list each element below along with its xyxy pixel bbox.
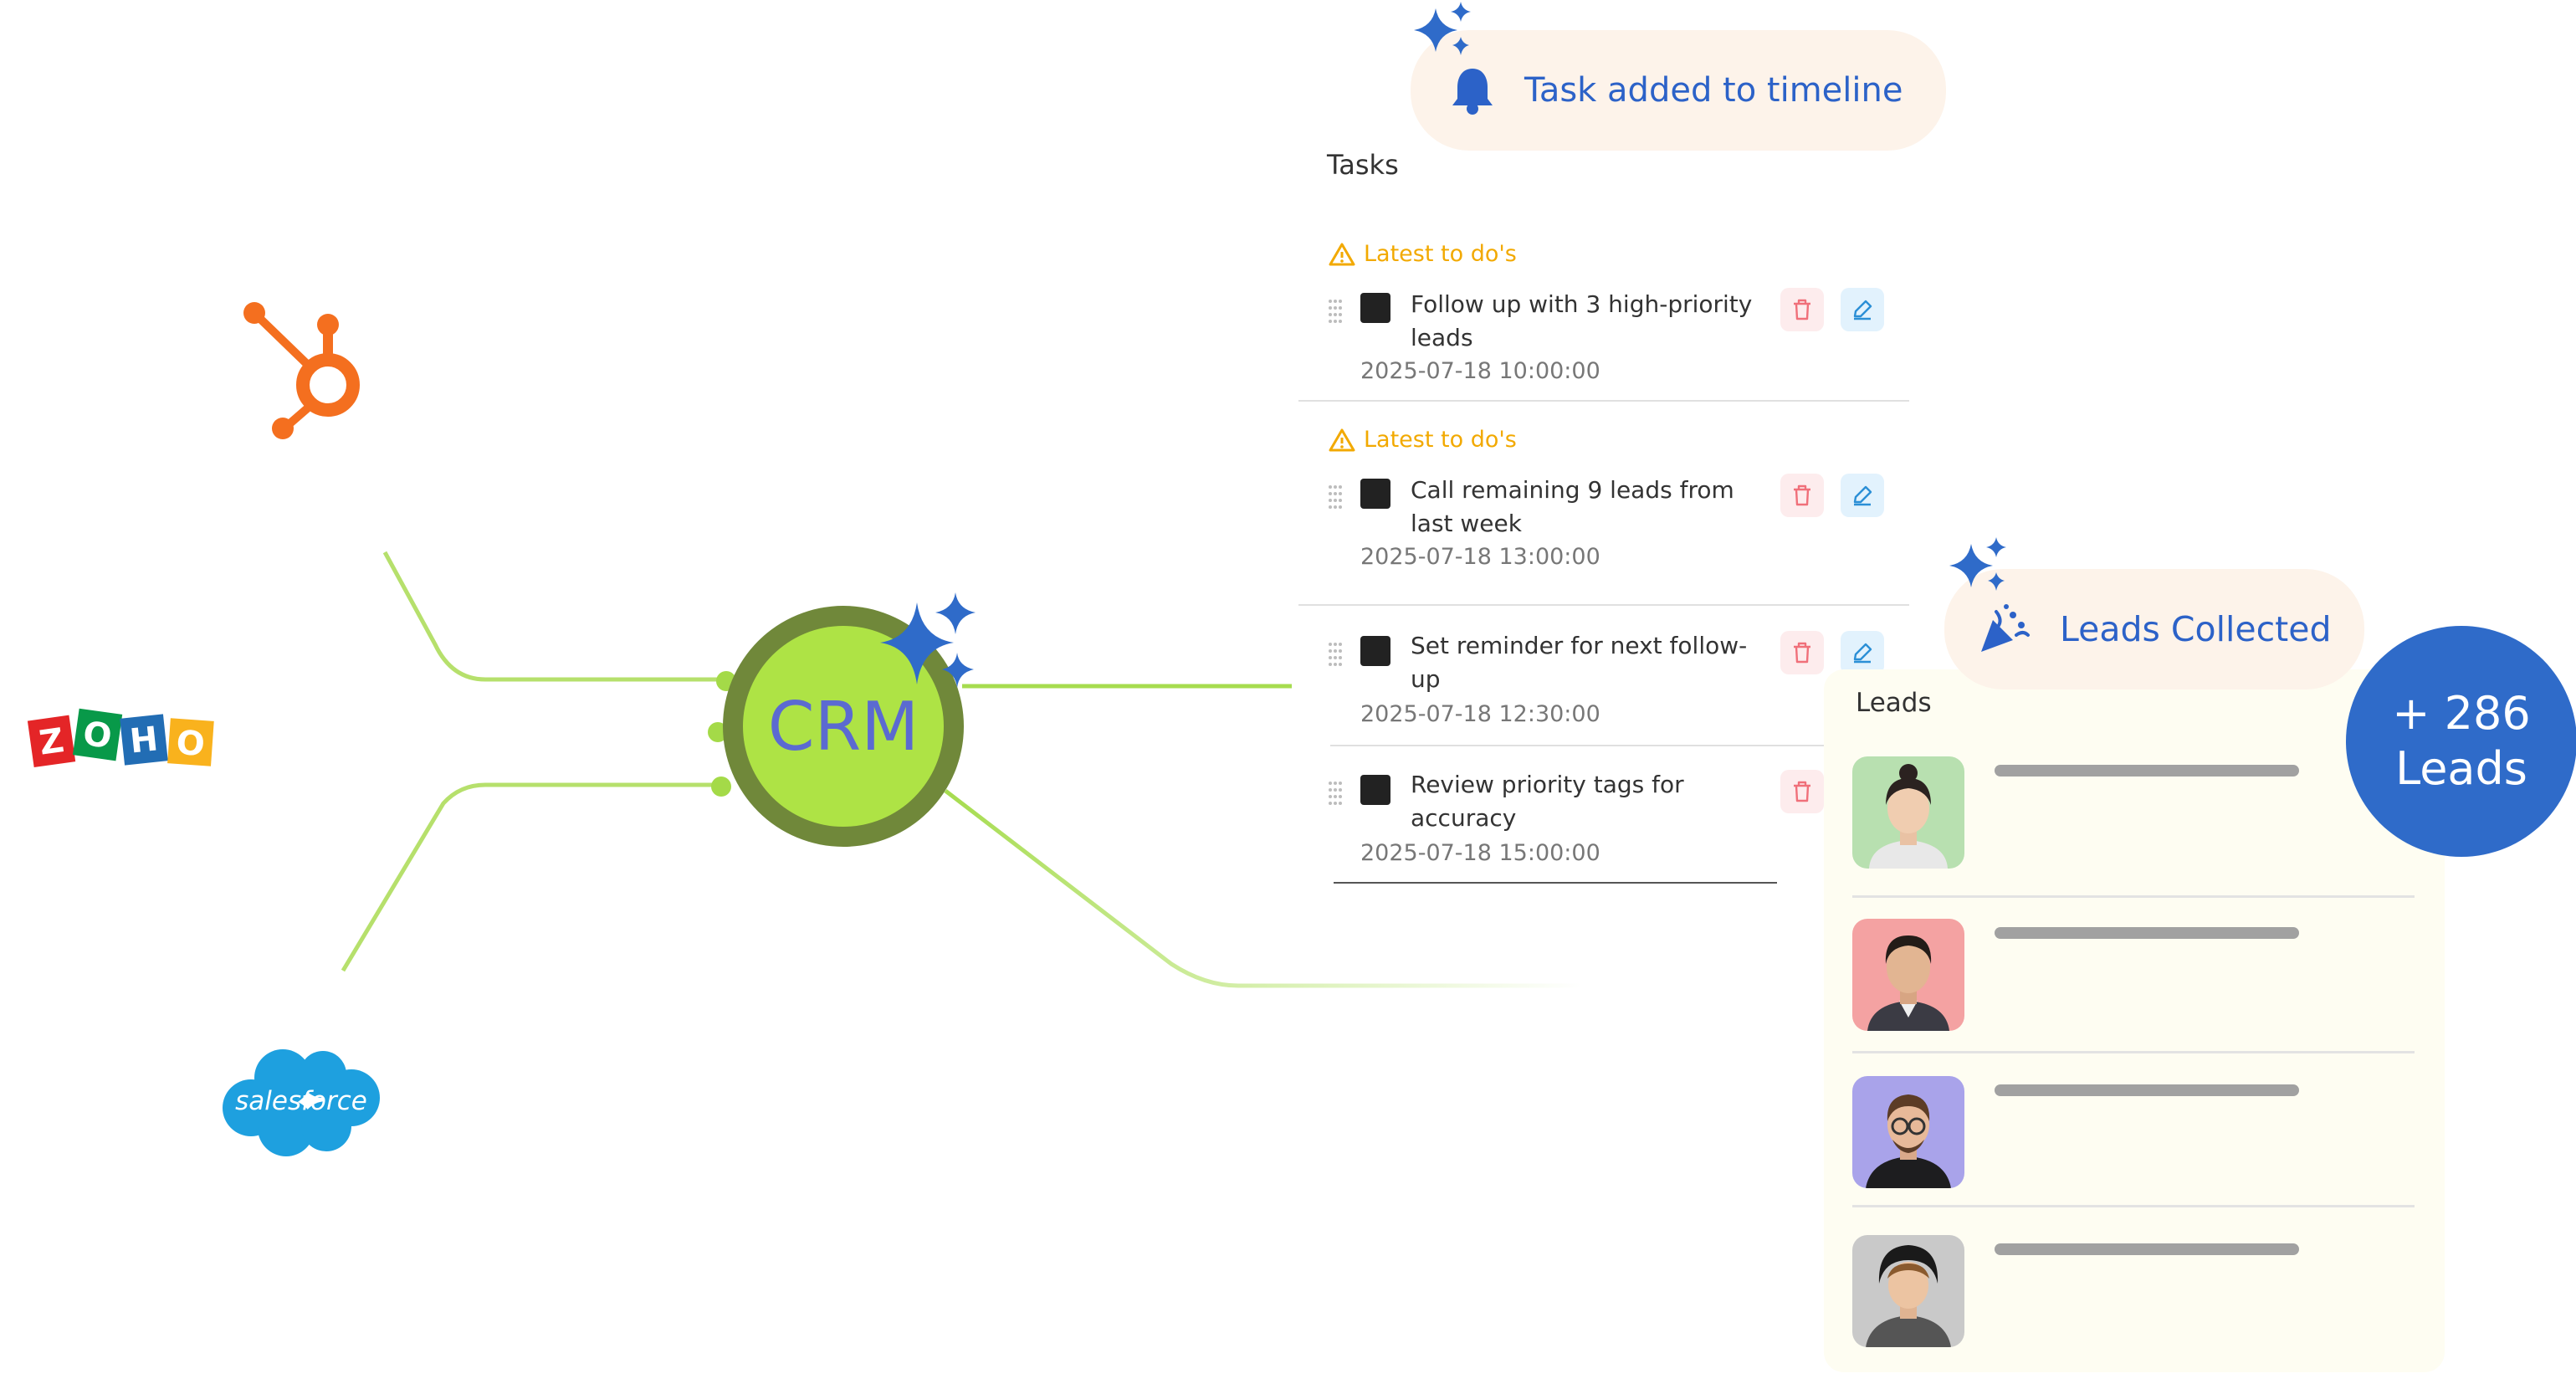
sparkle-icon [1406, 0, 1489, 71]
pencil-icon [1853, 485, 1872, 506]
edit-button[interactable] [1841, 288, 1884, 331]
task-item: Latest to do's Call remaining 9 leads fr… [1298, 427, 1909, 606]
zoho-letter-z: Z [37, 721, 66, 763]
task-item: Latest to do's Follow up with 3 high-pri… [1298, 241, 1909, 405]
delete-button[interactable] [1780, 474, 1824, 517]
leads-collected-notification: Leads Collected [1944, 569, 2364, 689]
task-date: 2025-07-18 13:00:00 [1360, 544, 1600, 570]
pencil-icon [1853, 643, 1872, 664]
leads-count-badge: + 286 Leads [2346, 626, 2576, 857]
lead-avatar [1852, 756, 1964, 869]
leads-count: + 286 [2392, 687, 2531, 740]
tasks-title: Tasks [1327, 149, 1399, 181]
trash-icon [1794, 781, 1810, 802]
lead-row[interactable] [1852, 919, 2415, 1073]
leads-panel: Leads [1824, 669, 2445, 1372]
delete-button[interactable] [1780, 288, 1824, 331]
warning-icon [1329, 428, 1355, 451]
lead-name-placeholder [1995, 927, 2299, 939]
trash-icon [1794, 642, 1810, 664]
task-item: Set reminder for next follow-up 2025-07-… [1298, 629, 1909, 746]
task-warning-label: Latest to do's [1364, 427, 1517, 453]
lead-avatar [1852, 1235, 1964, 1347]
drag-handle-icon[interactable] [1327, 298, 1342, 328]
trash-icon [1794, 299, 1810, 320]
lead-name-placeholder [1995, 1243, 2299, 1255]
task-checkbox[interactable] [1360, 479, 1390, 509]
lead-row[interactable] [1852, 1235, 2415, 1389]
task-text: Follow up with 3 high-priority leads [1411, 290, 1753, 351]
divider [1298, 400, 1909, 402]
task-warning-label: Latest to do's [1364, 241, 1517, 267]
task-warning: Latest to do's [1329, 241, 1517, 267]
lead-avatar [1852, 919, 1964, 1031]
delete-button[interactable] [1780, 631, 1824, 674]
zoho-letter-h: H [128, 720, 160, 761]
task-text: Call remaining 9 leads from last week [1411, 476, 1734, 537]
party-popper-icon [1976, 602, 2031, 657]
divider [1298, 604, 1909, 606]
zoho-logo: Z O H O [27, 705, 218, 776]
lead-avatar [1852, 1076, 1964, 1188]
task-added-notification: Task added to timeline [1411, 30, 1946, 151]
zoho-letter-o2: O [175, 724, 206, 764]
drag-handle-icon[interactable] [1327, 484, 1342, 514]
divider [1852, 895, 2415, 898]
task-text: Set reminder for next follow-up [1411, 632, 1748, 693]
sparkle-icon [1941, 536, 2025, 607]
task-checkbox[interactable] [1360, 293, 1390, 323]
edit-button[interactable] [1841, 631, 1884, 674]
divider [1330, 745, 1908, 746]
divider [1334, 882, 1777, 884]
salesforce-logo: salesforce [221, 1046, 382, 1160]
leads-title: Leads [1856, 688, 1932, 718]
sparkle-icon [860, 586, 986, 715]
task-text: Review priority tags for accuracy [1411, 771, 1684, 832]
leads-count-label: Leads [2395, 742, 2527, 795]
salesforce-text: salesforce [235, 1086, 367, 1116]
task-added-text: Task added to timeline [1524, 71, 1903, 110]
task-item: Review priority tags for accuracy 2025-0… [1298, 768, 1909, 885]
divider [1852, 1205, 2415, 1207]
edit-button[interactable] [1841, 474, 1884, 517]
zoho-letter-o: O [80, 715, 114, 756]
warning-icon [1329, 243, 1355, 265]
task-warning: Latest to do's [1329, 427, 1517, 453]
lead-row[interactable] [1852, 756, 2415, 910]
bell-icon [1449, 65, 1496, 115]
task-date: 2025-07-18 15:00:00 [1360, 840, 1600, 866]
trash-icon [1794, 484, 1810, 506]
drag-handle-icon[interactable] [1327, 641, 1342, 671]
lead-name-placeholder [1995, 1084, 2299, 1096]
leads-collected-text: Leads Collected [2060, 609, 2332, 649]
lead-name-placeholder [1995, 765, 2299, 777]
delete-button[interactable] [1780, 770, 1824, 813]
task-checkbox[interactable] [1360, 636, 1390, 666]
lead-row[interactable] [1852, 1076, 2415, 1230]
crm-hub: CRM [723, 606, 964, 847]
hubspot-logo [239, 301, 365, 448]
task-date: 2025-07-18 10:00:00 [1360, 358, 1600, 384]
task-checkbox[interactable] [1360, 775, 1390, 805]
task-date: 2025-07-18 12:30:00 [1360, 701, 1600, 727]
pencil-icon [1853, 300, 1872, 320]
divider [1852, 1051, 2415, 1053]
crm-label: CRM [767, 687, 919, 766]
drag-handle-icon[interactable] [1327, 780, 1342, 810]
